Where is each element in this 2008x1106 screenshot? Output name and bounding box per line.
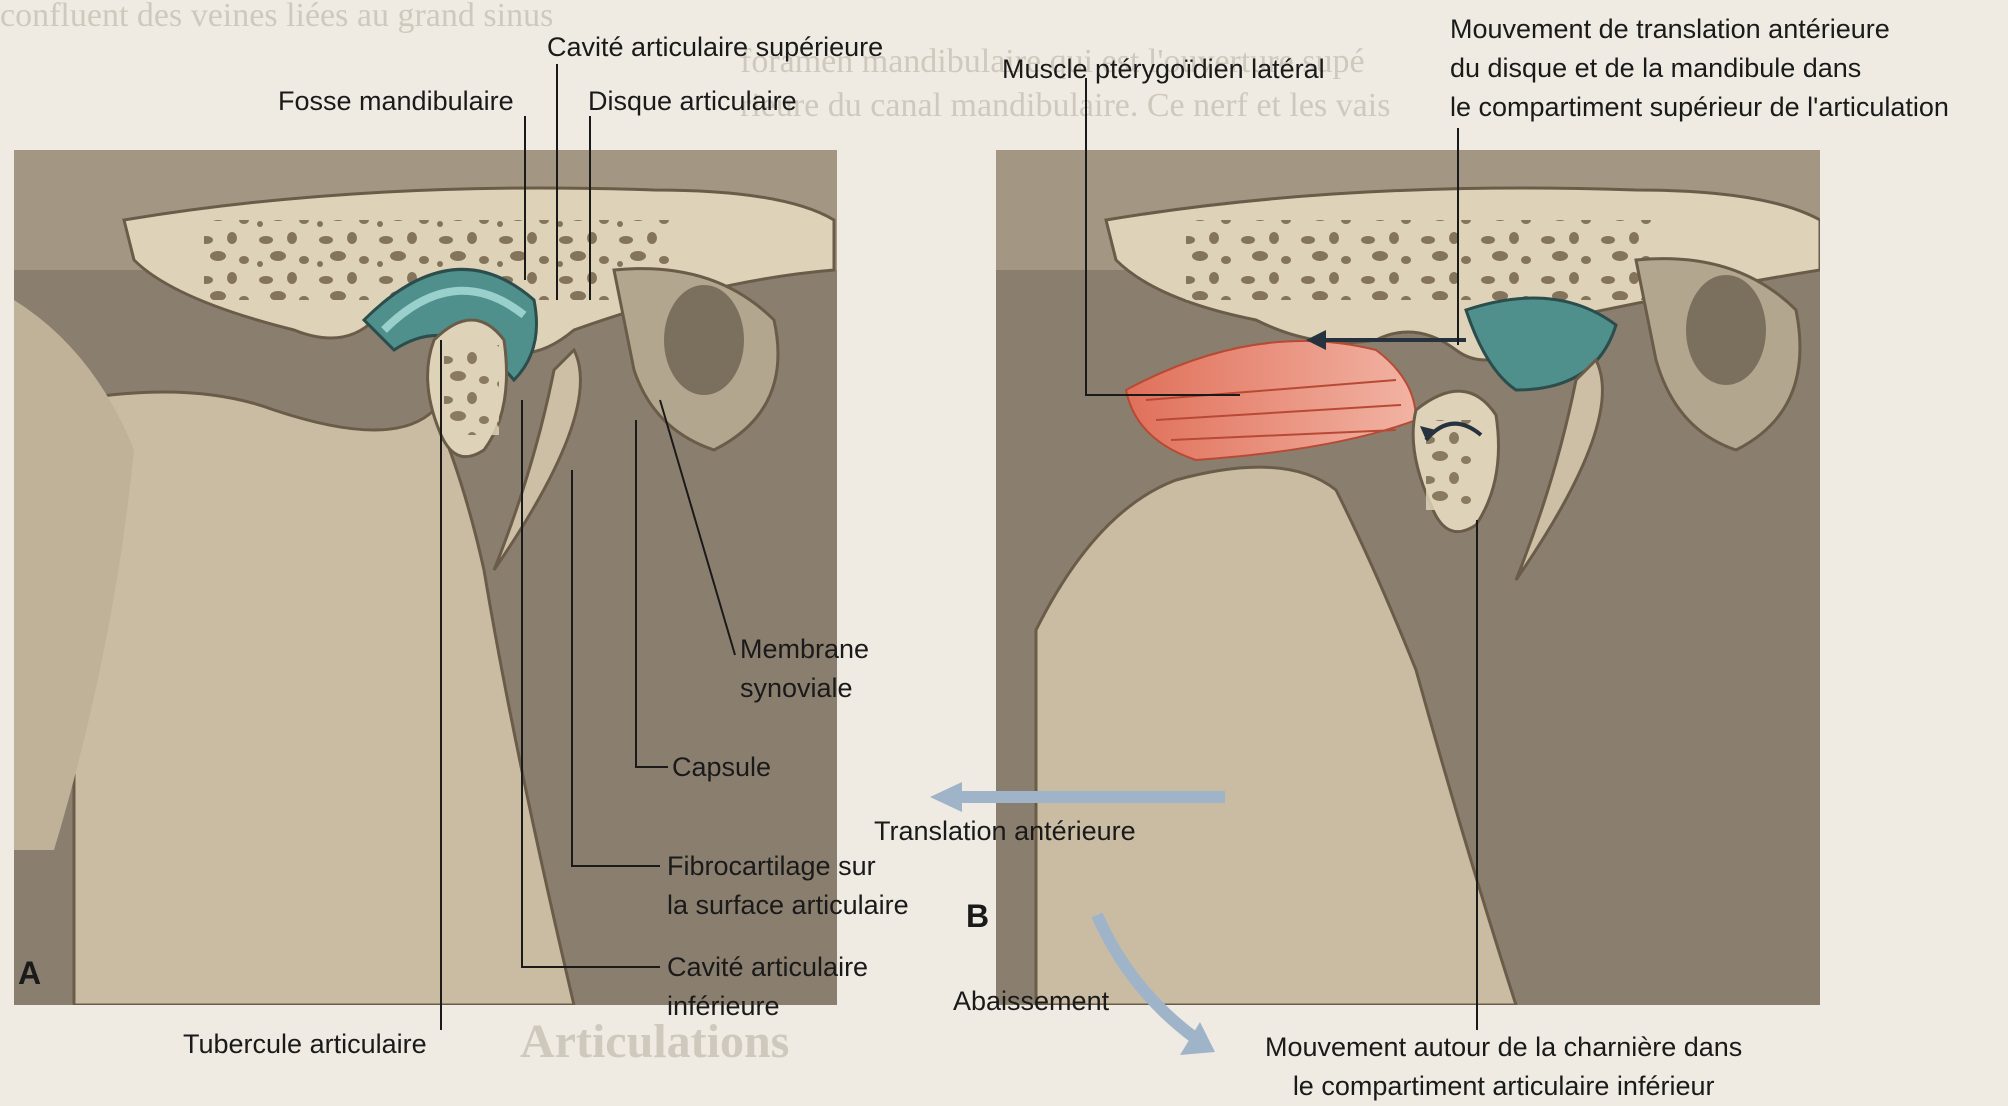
panel-b-illustration	[996, 150, 1820, 1005]
tmj-open-diagram	[996, 150, 1820, 1005]
background-page-text: rieure du canal mandibulaire. Ce nerf et…	[740, 84, 1390, 128]
background-page-heading: Articulations	[520, 1020, 789, 1064]
label-capsule: Capsule	[672, 748, 771, 787]
panel-a-letter: A	[18, 955, 41, 992]
background-page-text: confluent des veines liées au grand sinu…	[0, 0, 553, 38]
label-fosse-mandibulaire: Fosse mandibulaire	[278, 82, 514, 121]
label-translation-disque-mandibule: Mouvement de translation antérieure du d…	[1450, 10, 1949, 127]
label-translation-anterieure: Translation antérieure	[874, 812, 1136, 851]
panel-b-letter: B	[966, 898, 989, 935]
label-disque-articulaire: Disque articulaire	[588, 82, 797, 121]
label-tubercule-articulaire: Tubercule articulaire	[183, 1025, 427, 1064]
label-mouvement-charniere: Mouvement autour de la charnière dans le…	[1265, 1028, 1742, 1106]
label-membrane-synoviale: Membrane synoviale	[740, 630, 869, 708]
label-fibrocartilage: Fibrocartilage sur la surface articulair…	[667, 847, 909, 925]
label-muscle-pterygoidien-lateral: Muscle ptérygoïdien latéral	[1002, 50, 1325, 89]
label-cavite-articulaire-inferieure: Cavité articulaire inférieure	[667, 948, 868, 1026]
label-abaissement: Abaissement	[953, 982, 1109, 1021]
label-cavite-articulaire-superieure: Cavité articulaire supérieure	[547, 28, 883, 67]
